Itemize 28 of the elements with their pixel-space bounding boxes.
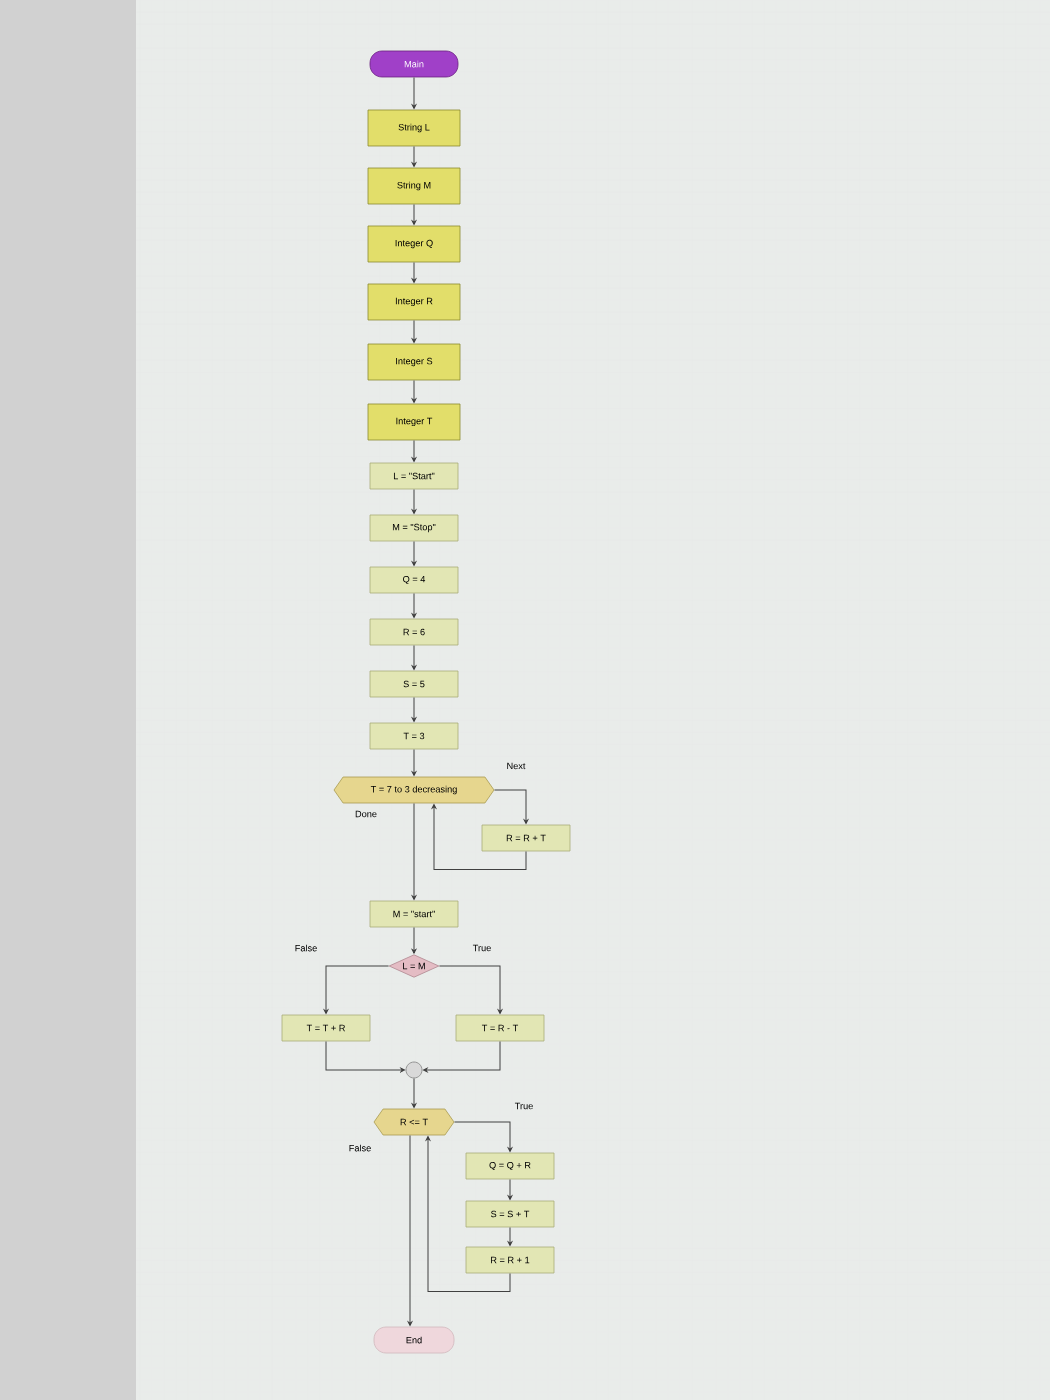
arrow [411, 379, 417, 403]
arrow [411, 540, 417, 566]
arrow [411, 1077, 417, 1108]
arrow [411, 76, 417, 109]
arrow [323, 965, 390, 1014]
arrow [507, 1226, 513, 1246]
arrow [411, 644, 417, 670]
arrow [423, 1040, 501, 1073]
arrow [411, 319, 417, 343]
arrow [411, 488, 417, 514]
arrow [454, 1121, 513, 1152]
arrow [425, 1136, 511, 1292]
arrow [411, 261, 417, 283]
arrow [411, 802, 417, 900]
arrow [407, 1134, 413, 1326]
arrow [411, 439, 417, 462]
arrow [411, 748, 417, 776]
connector-circle [405, 1061, 423, 1079]
arrow [411, 696, 417, 722]
arrow [438, 965, 503, 1014]
arrow [411, 592, 417, 618]
arrow [431, 804, 527, 870]
arrow [411, 203, 417, 225]
arrow [411, 145, 417, 167]
arrow [494, 789, 529, 824]
arrow [411, 926, 417, 954]
arrow [507, 1178, 513, 1200]
arrow [325, 1040, 405, 1073]
